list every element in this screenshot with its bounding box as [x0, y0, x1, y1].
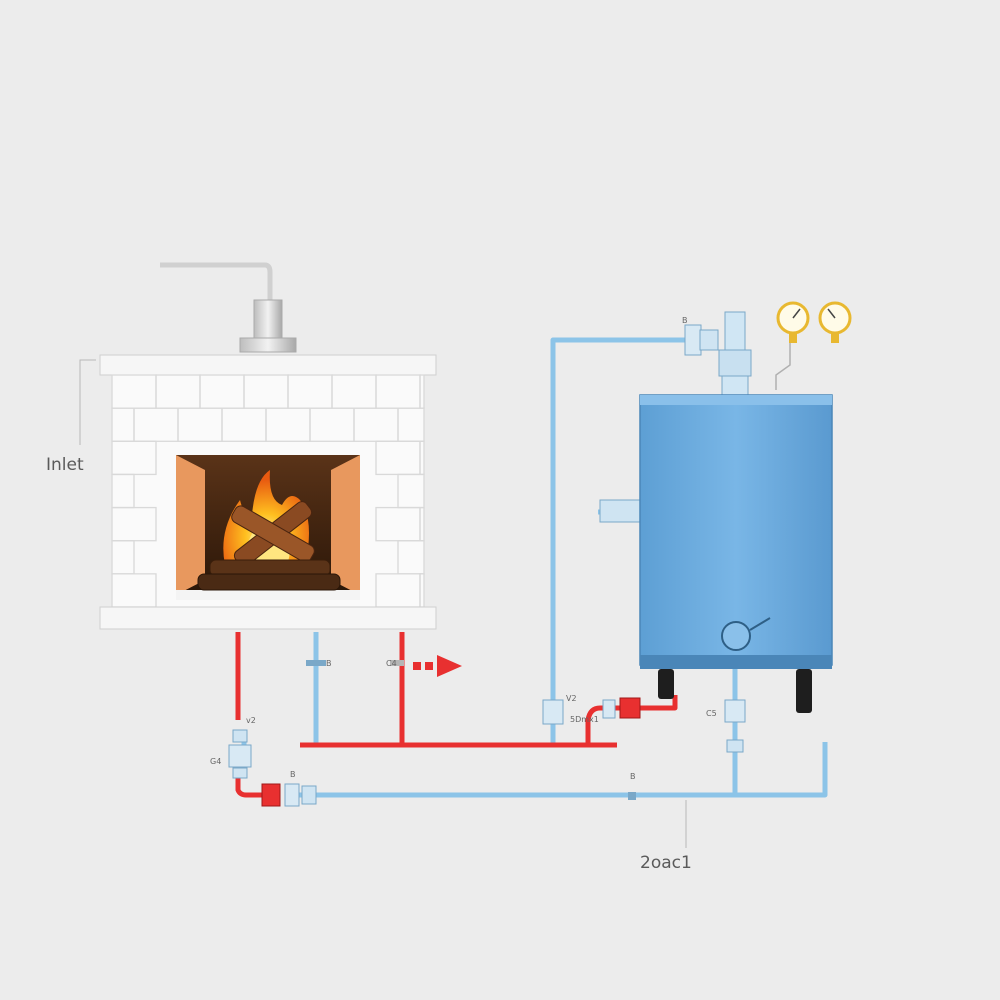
pipe-tag: C5 [706, 709, 717, 718]
water-tank-icon [639, 394, 833, 713]
pipe-tag: B [326, 659, 332, 668]
pressure-gauge-icon [775, 301, 852, 390]
valve-icon [228, 324, 746, 807]
bottom-label: 2oac1 [640, 853, 692, 873]
pipe-tag: 5Dmx1 [570, 715, 599, 724]
inlet-leader-line [79, 359, 96, 445]
hot-pipes [235, 632, 678, 798]
pipe-tag: V2 [566, 694, 577, 703]
logs-icon [197, 501, 341, 591]
tank-riser [718, 311, 752, 397]
pipe-tag: v2 [246, 716, 256, 725]
brick-pattern [111, 374, 425, 608]
pipe-tag: B [682, 316, 688, 325]
pipe-tag: G4 [210, 757, 222, 766]
pipe-tag: B [290, 770, 296, 779]
flow-arrow-icon [413, 655, 462, 677]
pipe-tag: C4 [386, 659, 397, 668]
pipe-tag: B [630, 772, 636, 781]
chimney-pipe-icon [160, 262, 297, 353]
inlet-label: Inlet [46, 455, 84, 475]
